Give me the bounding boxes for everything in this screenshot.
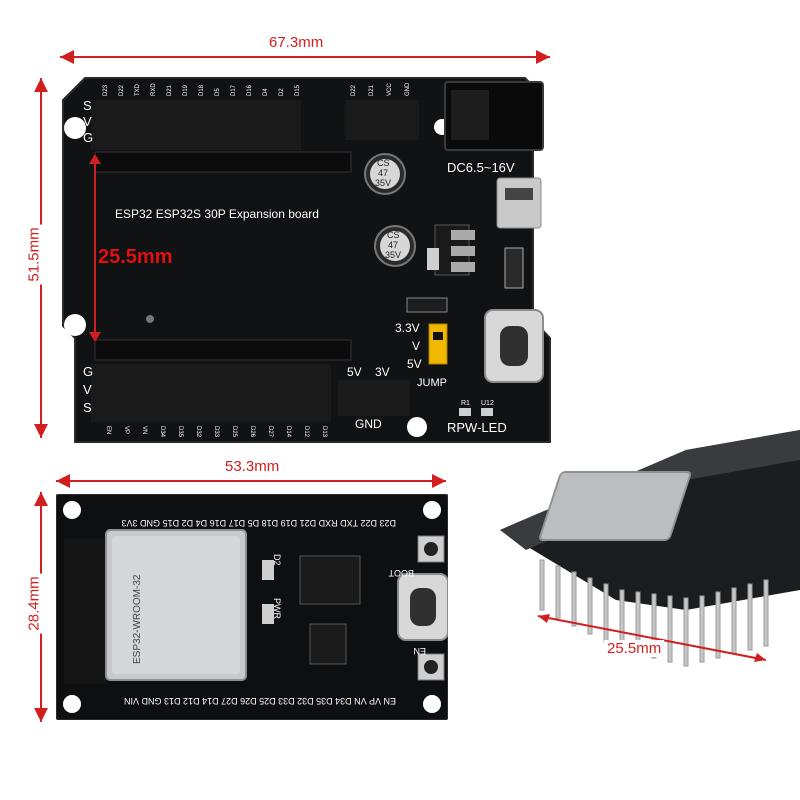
jumper-v-label: V xyxy=(412,339,420,353)
dc-input-label: DC6.5~16V xyxy=(447,160,515,175)
devkit-board: ESP32-WROOM-32 D23 D22 TXD RXD D21 D19 D… xyxy=(56,494,448,720)
cap1-line1: CS xyxy=(377,158,390,168)
width-dimension: 67.3mm xyxy=(60,34,550,66)
top-pin-label: RXD xyxy=(151,83,157,96)
height-dimension: 51.5mm xyxy=(25,78,56,438)
d2-label: D2 xyxy=(272,554,282,566)
bottom-pin-label: D33 xyxy=(213,426,219,438)
row-top-v: V xyxy=(83,114,92,129)
u12-label: U12 xyxy=(481,400,494,407)
cap2-line2: 47 xyxy=(388,240,398,250)
module-name: ESP32-WROOM-32 xyxy=(132,574,143,664)
jumper-3v3-label: 3.3V xyxy=(395,321,420,335)
bottom-pin-label: D35 xyxy=(177,426,183,438)
top-pin-label: D21 xyxy=(167,84,173,96)
header-spacing-label: 25.5mm xyxy=(98,246,173,268)
module-spacing-label: 25.5mm xyxy=(604,640,665,657)
top-pin-label: D2 xyxy=(279,88,285,96)
bottom-pin-label: VP xyxy=(123,426,129,434)
select-3v-label: 3V xyxy=(375,365,390,379)
top-pin-labels: D23 D22 TXD RXD D21 D19 D18 D5 D17 D16 D… xyxy=(103,82,411,96)
en-button-label: EN xyxy=(413,646,426,656)
bottom-pin-labels: EN VP VN D34 D35 D32 D33 D25 D26 D27 D14… xyxy=(105,426,327,438)
top-pin-label: D23 xyxy=(103,84,109,96)
cap1-line2: 47 xyxy=(378,168,388,178)
board-title: ESP32 ESP32S 30P Expansion board xyxy=(115,207,319,221)
row-bottom-g: G xyxy=(83,364,93,379)
bottom-pin-label: VN xyxy=(141,426,147,434)
top-pin-label: D17 xyxy=(231,84,237,96)
led-label: RPW-LED xyxy=(447,420,507,435)
row-top-s: S xyxy=(83,98,92,113)
expansion-board: ESP32 ESP32S 30P Expansion board DC6.5~1… xyxy=(62,77,551,443)
top-right-pin-label: D21 xyxy=(369,84,375,96)
row-bottom-v: V xyxy=(83,382,92,397)
bottom-pin-label: D12 xyxy=(303,426,309,438)
bottom-pin-label: D13 xyxy=(321,426,327,438)
top-pin-label: D18 xyxy=(199,84,205,96)
bottom-pin-label: D25 xyxy=(231,426,237,438)
bottom-pin-label: D14 xyxy=(285,426,291,438)
top-pin-label: D5 xyxy=(215,88,221,96)
module-width-label: 53.3mm xyxy=(221,458,284,475)
jumper-5v-label: 5V xyxy=(407,357,422,371)
top-pin-label: D22 xyxy=(119,84,125,96)
devkit-top-labels: D23 D22 TXD RXD D21 D19 D18 D5 D17 D16 D… xyxy=(122,518,396,528)
top-pin-label: TXD xyxy=(135,83,141,96)
row-bottom-s: S xyxy=(83,400,92,415)
height-label: 51.5mm xyxy=(25,224,43,285)
top-pin-label: D15 xyxy=(295,84,301,96)
row-top-g: G xyxy=(83,130,93,145)
cap1-line3: 35V xyxy=(375,178,391,188)
cap2-line1: CS xyxy=(387,230,400,240)
top-right-pin-label: GND xyxy=(405,82,411,96)
devkit-bottom-labels: EN VP VN D34 D35 D32 D33 D25 D26 D27 D14… xyxy=(124,696,396,706)
module-height-label: 28.4mm xyxy=(25,573,43,634)
cap2-line3: 35V xyxy=(385,250,401,260)
top-right-pin-label: VCC xyxy=(387,83,393,96)
bottom-pin-label: D34 xyxy=(159,426,165,438)
boot-label: BOOT xyxy=(388,568,414,578)
module-width-dimension: 53.3mm xyxy=(56,458,446,490)
bottom-pin-label: D27 xyxy=(267,426,273,438)
module-height-dimension: 28.4mm xyxy=(25,492,56,722)
top-pin-label: D4 xyxy=(263,88,269,96)
top-pin-label: D16 xyxy=(247,84,253,96)
r1-label: R1 xyxy=(461,400,470,407)
width-label: 67.3mm xyxy=(265,34,328,51)
bottom-pin-label: EN xyxy=(105,426,111,434)
top-right-pin-label: D22 xyxy=(351,84,357,96)
bottom-pin-label: D26 xyxy=(249,426,255,438)
pwr-label: PWR xyxy=(272,598,282,619)
bottom-pin-label: D32 xyxy=(195,426,201,438)
top-pin-label: D19 xyxy=(183,84,189,96)
select-5v-label: 5V xyxy=(347,365,362,379)
jumper-label: JUMP xyxy=(417,377,447,389)
board-photo xyxy=(500,430,800,667)
gnd-label: GND xyxy=(355,417,382,431)
